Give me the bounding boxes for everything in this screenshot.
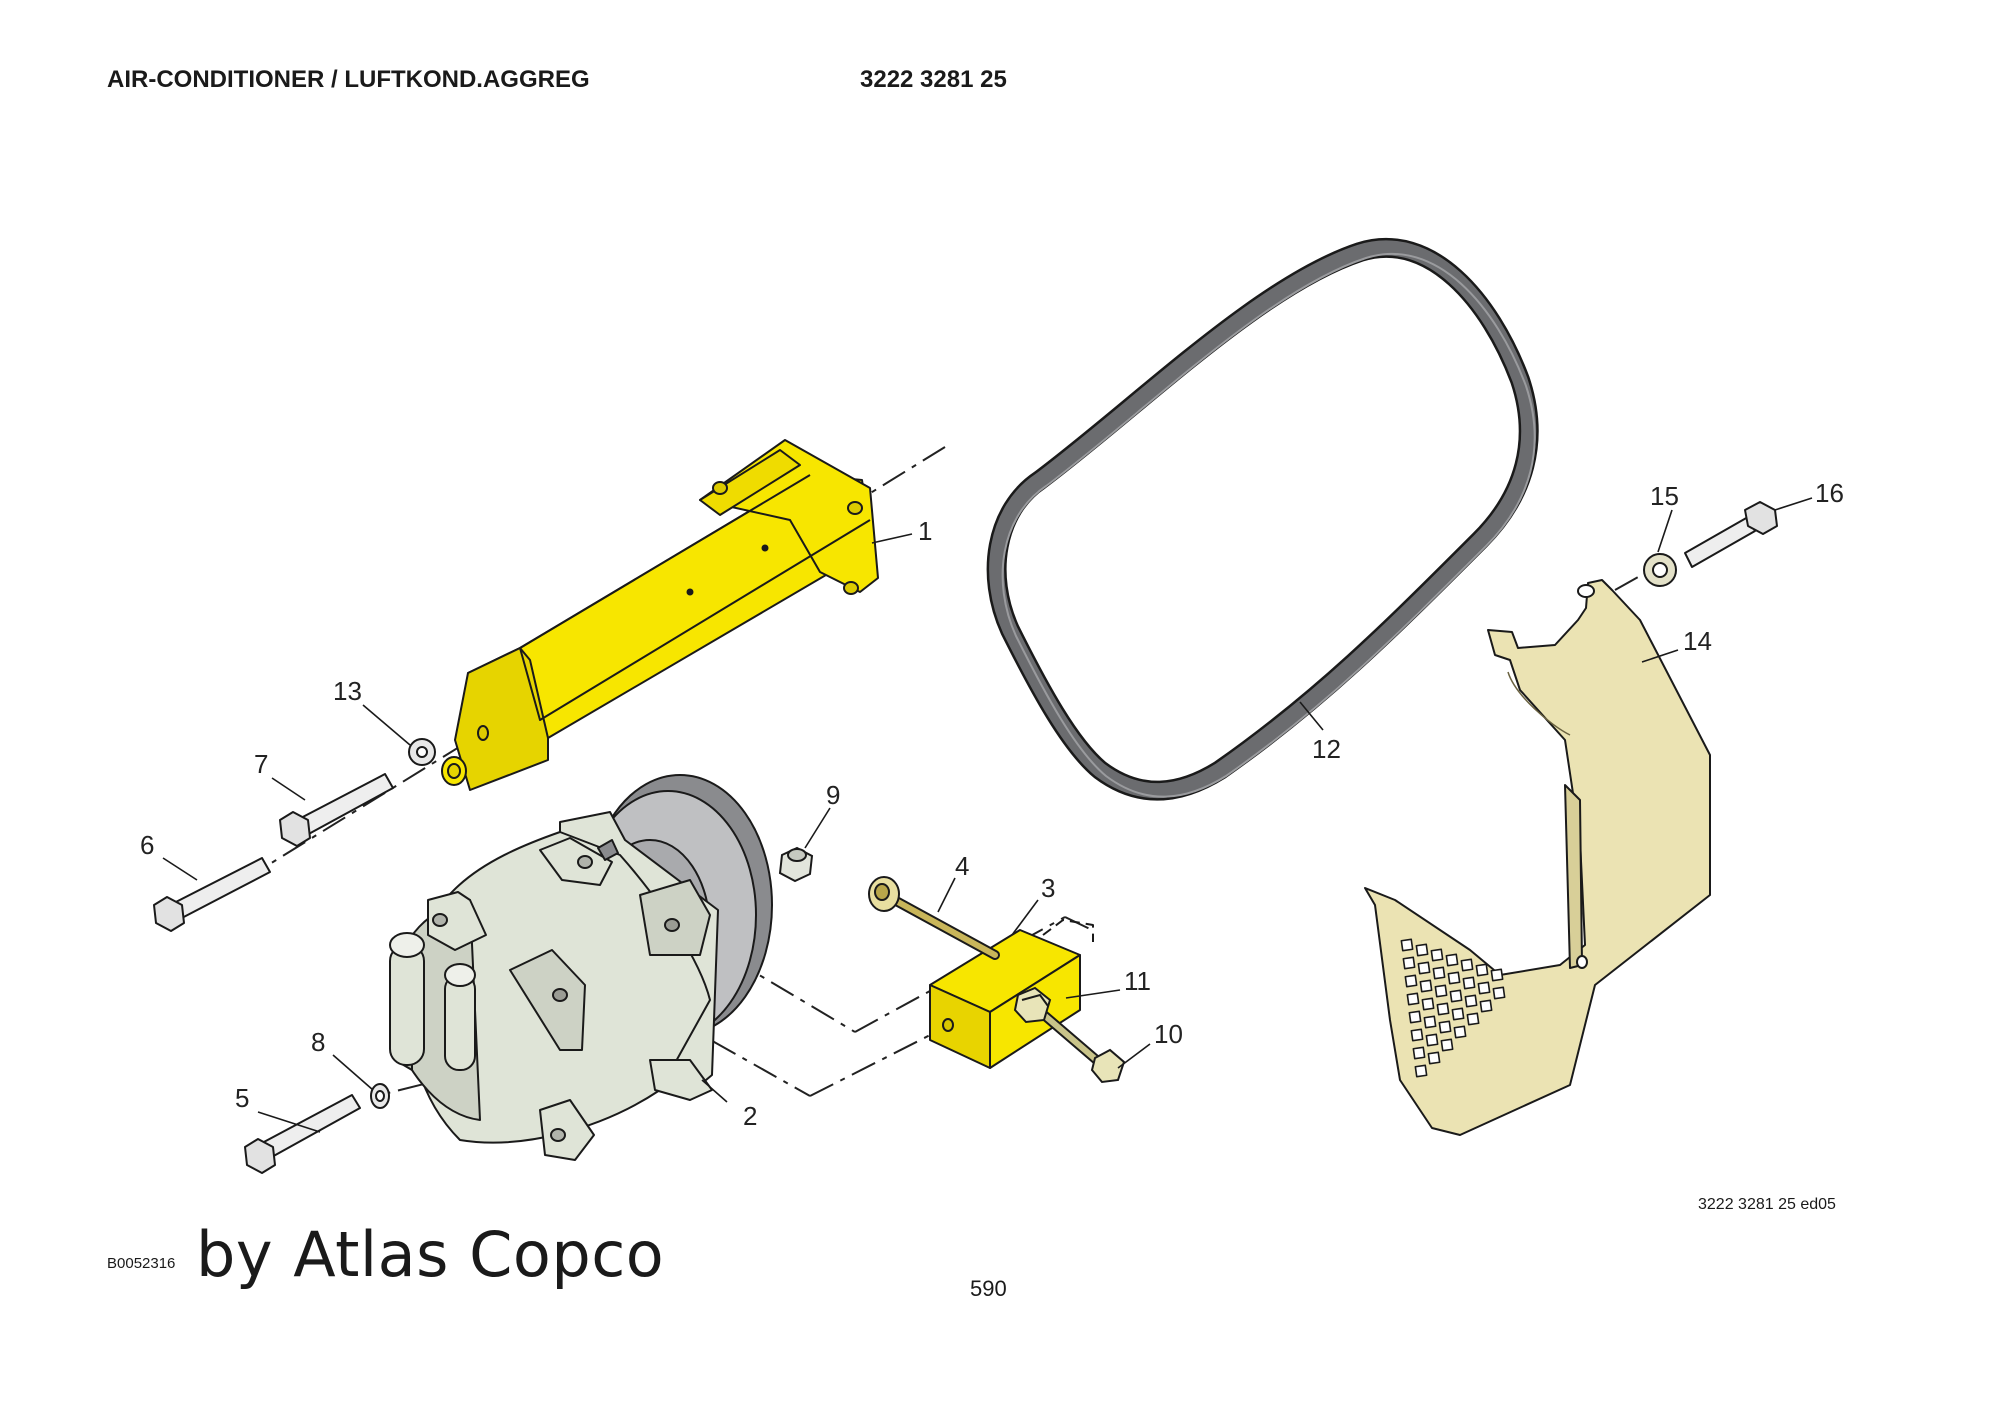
callout-12: 12 — [1312, 734, 1341, 764]
callout-11: 11 — [1124, 966, 1151, 996]
image-code: B0052316 — [107, 1255, 176, 1272]
leader-lines — [162, 497, 1813, 1133]
callout-9: 9 — [826, 780, 840, 810]
page-title: AIR-CONDITIONER / LUFTKOND.AGGREG — [107, 66, 590, 93]
eye-bolt — [868, 876, 1000, 960]
v-belt — [986, 237, 1539, 801]
callout-2: 2 — [743, 1101, 757, 1131]
bolts — [153, 501, 1778, 1174]
callout-5: 5 — [235, 1083, 249, 1113]
callout-10: 10 — [1154, 1019, 1183, 1049]
belt-guard — [1364, 579, 1711, 1136]
callout-numbers: 1 2 3 4 5 6 7 8 9 10 11 12 13 14 15 16 — [140, 478, 1844, 1131]
page-number: 590 — [970, 1276, 1007, 1301]
callout-8: 8 — [311, 1027, 325, 1057]
callout-4: 4 — [955, 851, 969, 881]
tension-block — [929, 919, 1094, 1069]
callout-14: 14 — [1683, 626, 1712, 656]
brand-signature: by Atlas Copco — [196, 1218, 665, 1291]
callout-3: 3 — [1041, 873, 1055, 903]
washers — [370, 553, 1677, 1109]
callout-1: 1 — [918, 516, 932, 546]
callout-13: 13 — [333, 676, 362, 706]
callout-7: 7 — [254, 749, 268, 779]
edition-label: 3222 3281 25 ed05 — [1698, 1196, 1836, 1213]
callout-16: 16 — [1815, 478, 1844, 508]
callout-15: 15 — [1650, 481, 1679, 511]
mounting-bracket — [441, 439, 879, 791]
adjusting-screw — [1013, 986, 1126, 1084]
ac-compressor — [389, 774, 773, 1161]
nut — [778, 846, 814, 883]
document-number: 3222 3281 25 — [860, 66, 1007, 93]
callout-6: 6 — [140, 830, 154, 860]
